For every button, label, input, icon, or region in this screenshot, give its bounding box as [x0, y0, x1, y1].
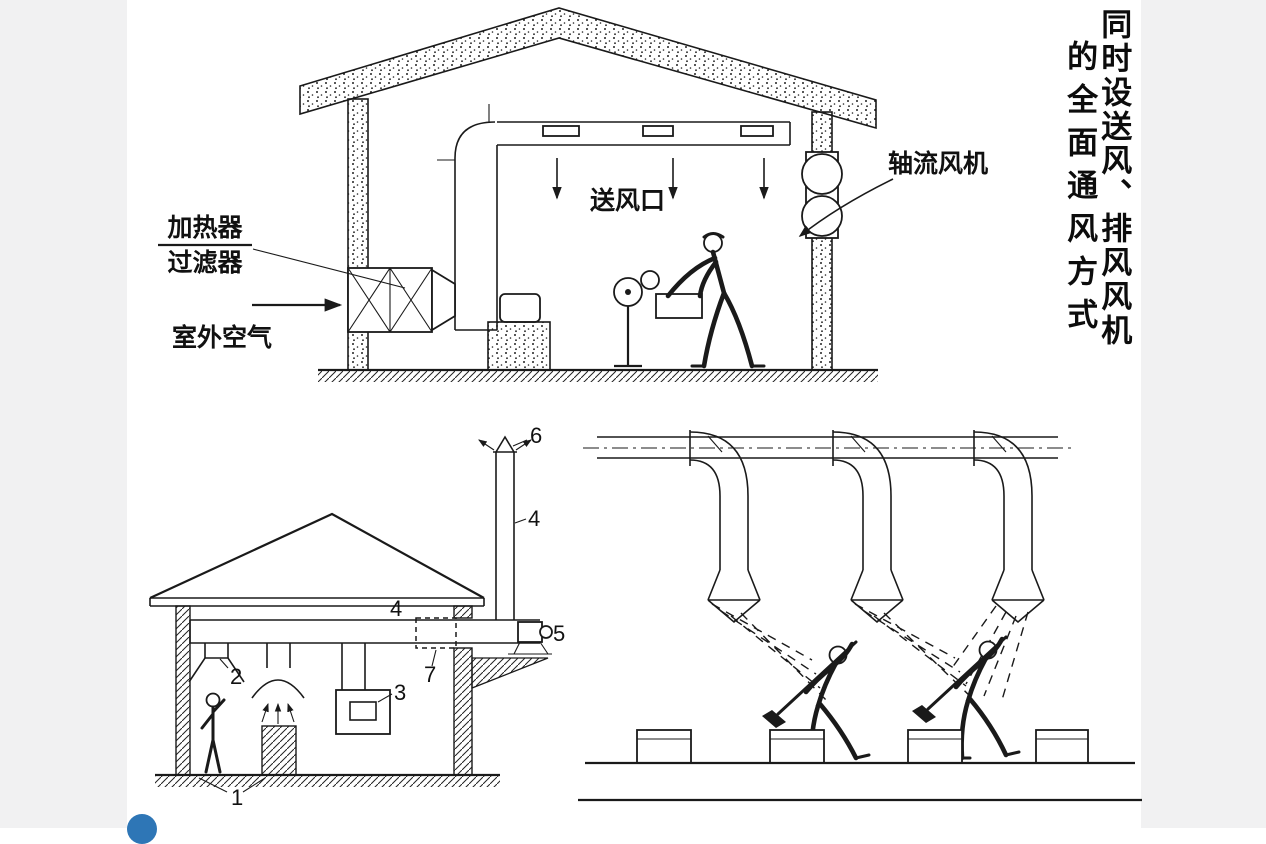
motor-base-pedestal — [487, 321, 551, 371]
heater-filter-leader — [252, 248, 406, 289]
axial-fan — [801, 151, 843, 239]
supply-drop-3 — [951, 430, 1045, 701]
ceiling-supply-duct — [437, 104, 791, 331]
axial-fan-leader-arrow — [798, 178, 894, 237]
fan-support-bracket — [471, 657, 549, 689]
figure-title-vertical: 同时设送风、排风风机 的全面通风方式 — [1062, 8, 1132, 408]
right-wall-upper — [453, 605, 473, 619]
box-hood-branch-c — [335, 643, 391, 735]
site-logo-partial — [127, 814, 157, 844]
title-column-2: 的全面通风方式 — [1062, 40, 1098, 341]
floor-hatch — [155, 776, 500, 787]
supply-outlet-label: 送风口 — [590, 186, 665, 215]
supply-drop-1 — [689, 430, 827, 701]
supply-outlet-slot — [740, 125, 774, 137]
heater-filter-unit — [347, 267, 551, 371]
furnace-column — [261, 725, 297, 776]
title-column-1: 同时设送风、排风风机 — [1096, 8, 1132, 348]
filter-label: 过滤器 — [167, 249, 243, 277]
shovel-blade — [912, 705, 936, 723]
left-wall — [175, 605, 191, 776]
page-right-margin — [1141, 0, 1266, 828]
small-worker-figure — [200, 692, 226, 774]
umbrella-hood-branch-b — [251, 643, 305, 776]
dashed-component-7 — [415, 617, 457, 649]
exhaust-hood-branch-a — [188, 643, 245, 683]
exhaust-main-duct — [189, 619, 540, 644]
callout-2: 2 — [230, 664, 242, 689]
shoveling-worker-2 — [912, 635, 1021, 761]
axial-fan-label: 轴流风机 — [888, 149, 988, 178]
fan-motor — [499, 293, 541, 323]
heater-filter-callout: 加热器 过滤器 — [158, 214, 406, 289]
supply-outlet-slot — [642, 125, 674, 137]
supply-drop-2 — [832, 430, 973, 699]
callout-3: 3 — [394, 680, 406, 705]
callout-4-duct: 4 — [390, 596, 402, 621]
callout-5: 5 — [553, 621, 565, 646]
supply-outlet-slot — [542, 125, 580, 137]
exhaust-stack — [478, 435, 532, 620]
roof — [299, 7, 877, 130]
right-wall-lower — [453, 647, 473, 776]
worker-figure — [665, 232, 766, 369]
grinder-machine — [613, 270, 703, 368]
callout-1: 1 — [231, 785, 243, 810]
floor-hatch — [318, 371, 878, 382]
callouts: 2 3 4 4 5 6 7 1 — [198, 423, 565, 810]
bottom-right-diagram-air-supply-drops — [578, 430, 1142, 802]
bottom-left-diagram-exhaust-building: 2 3 4 4 5 6 7 1 — [149, 423, 565, 810]
outdoor-air-label: 室外空气 — [172, 323, 272, 352]
right-wall — [811, 111, 833, 371]
material-boxes — [636, 729, 1089, 764]
callout-6: 6 — [530, 423, 542, 448]
page-left-margin — [0, 0, 127, 828]
callout-4-stack: 4 — [528, 506, 540, 531]
shovel-blade — [762, 710, 786, 728]
heater-label: 加热器 — [166, 214, 243, 242]
top-diagram-building-section: 加热器 过滤器 室外空气 送风口 轴流风机 — [158, 7, 988, 382]
roof-outline — [149, 512, 485, 599]
roof-exhaust-fan — [471, 621, 553, 689]
axial-fan-callout: 轴流风机 — [798, 149, 988, 237]
main-supply-pipe — [583, 436, 1072, 459]
outdoor-air-callout: 室外空气 — [172, 298, 343, 352]
callout-7: 7 — [424, 662, 436, 687]
